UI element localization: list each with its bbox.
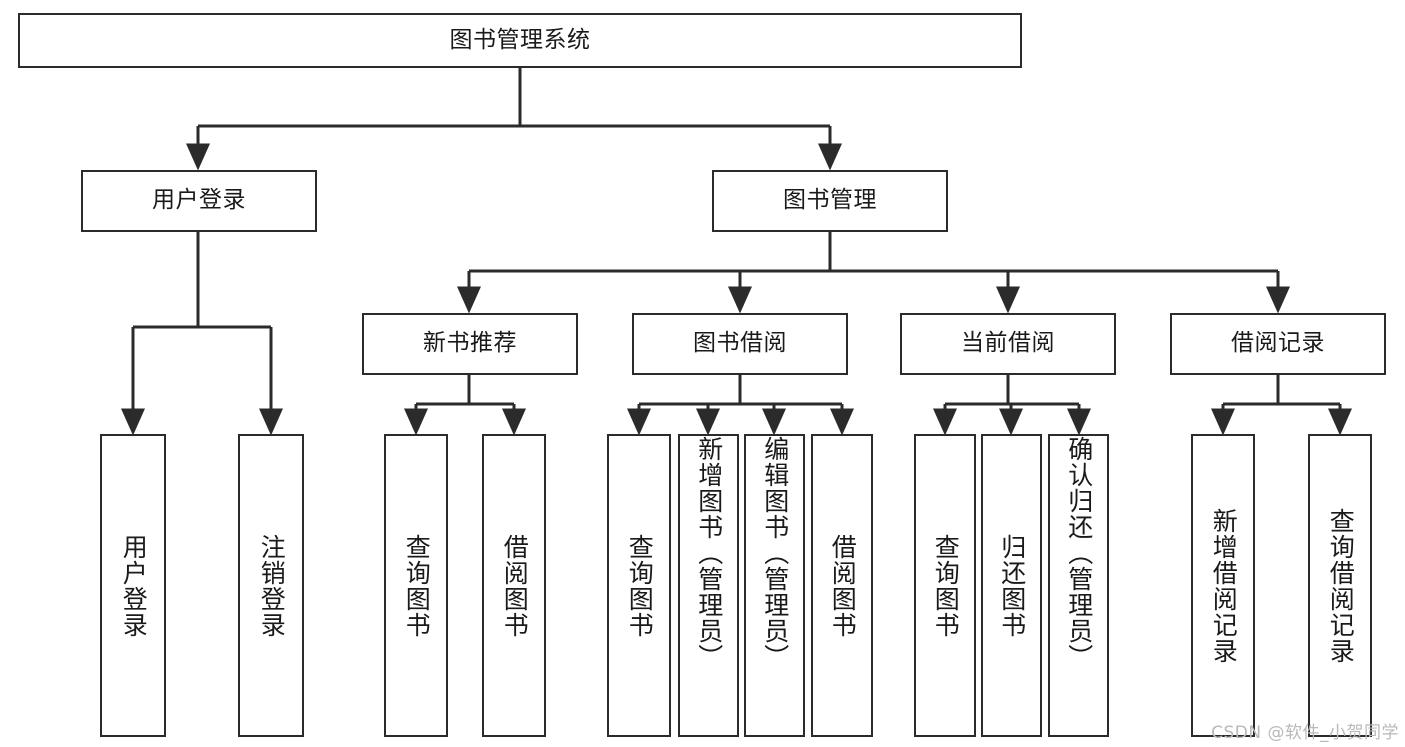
leaf-edit-book-label: 编辑图书（管理员） — [760, 436, 790, 670]
leaf-borrow-book-1-label: 借阅图书 — [500, 533, 530, 638]
leaf-query-book-2-label: 查询图书 — [625, 533, 655, 638]
leaf-logout-login-label: 注销登录 — [257, 533, 287, 638]
leaf-query-book-3-label: 查询图书 — [931, 533, 961, 638]
leaf-borrow-book-2-label: 借阅图书 — [828, 533, 858, 638]
leaf-confirm-return[interactable]: 确认归还（管理员） — [1048, 434, 1109, 737]
leaf-add-record-label: 新增借阅记录 — [1209, 507, 1239, 664]
node-book-borrow[interactable]: 图书借阅 — [632, 313, 848, 375]
leaf-borrow-book-1[interactable]: 借阅图书 — [482, 434, 546, 737]
node-current-borrow[interactable]: 当前借阅 — [900, 313, 1116, 375]
leaf-query-book-3[interactable]: 查询图书 — [914, 434, 976, 737]
leaf-query-book-1-label: 查询图书 — [402, 533, 432, 638]
node-user-login-label: 用户登录 — [152, 187, 246, 214]
node-book-management[interactable]: 图书管理 — [712, 170, 948, 232]
leaf-query-record-label: 查询借阅记录 — [1326, 507, 1356, 664]
leaf-return-book[interactable]: 归还图书 — [981, 434, 1042, 737]
leaf-confirm-return-label: 确认归还（管理员） — [1064, 436, 1094, 670]
node-book-borrow-label: 图书借阅 — [693, 330, 787, 357]
node-new-book-recommend[interactable]: 新书推荐 — [362, 313, 578, 375]
watermark-text: CSDN @软件_小贺同学 — [1211, 723, 1399, 743]
node-root[interactable]: 图书管理系统 — [18, 13, 1022, 68]
leaf-add-book[interactable]: 新增图书（管理员） — [678, 434, 739, 737]
leaf-logout-login[interactable]: 注销登录 — [238, 434, 304, 737]
leaf-query-book-1[interactable]: 查询图书 — [384, 434, 448, 737]
leaf-add-record[interactable]: 新增借阅记录 — [1191, 434, 1255, 737]
node-new-book-recommend-label: 新书推荐 — [423, 330, 517, 357]
leaf-user-login-label: 用户登录 — [119, 533, 149, 638]
node-current-borrow-label: 当前借阅 — [961, 330, 1055, 357]
node-borrow-record-label: 借阅记录 — [1231, 330, 1325, 357]
leaf-add-book-label: 新增图书（管理员） — [694, 436, 724, 670]
leaf-return-book-label: 归还图书 — [997, 533, 1027, 638]
node-book-management-label: 图书管理 — [783, 187, 877, 214]
leaf-borrow-book-2[interactable]: 借阅图书 — [811, 434, 873, 737]
leaf-user-login[interactable]: 用户登录 — [100, 434, 166, 737]
node-user-login[interactable]: 用户登录 — [81, 170, 317, 232]
leaf-query-record[interactable]: 查询借阅记录 — [1308, 434, 1372, 737]
leaf-query-book-2[interactable]: 查询图书 — [607, 434, 671, 737]
node-borrow-record[interactable]: 借阅记录 — [1170, 313, 1386, 375]
node-root-label: 图书管理系统 — [449, 26, 591, 53]
leaf-edit-book[interactable]: 编辑图书（管理员） — [744, 434, 805, 737]
